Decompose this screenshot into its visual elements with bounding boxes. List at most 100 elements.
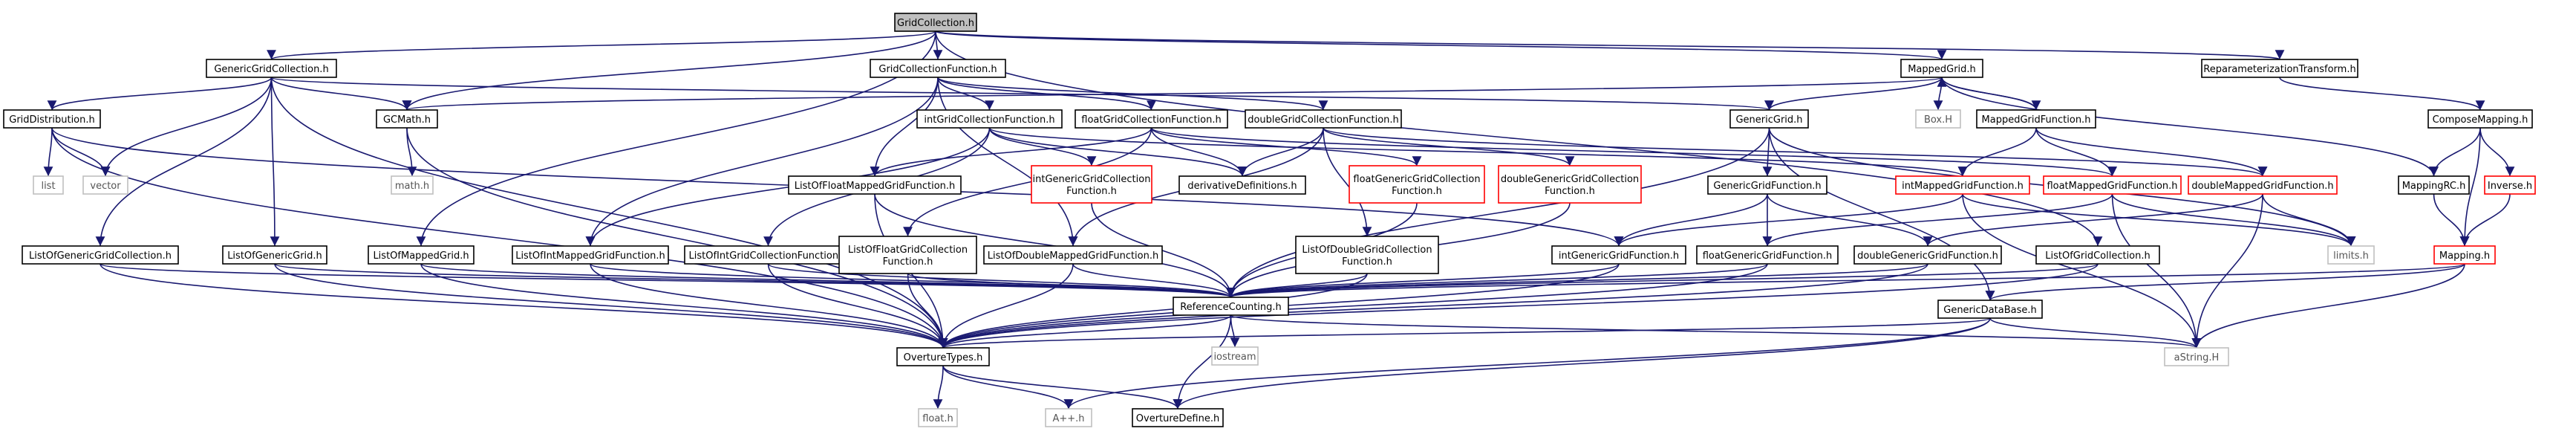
edge: [935, 30, 2103, 247]
node-float-generic-grid-function[interactable]: floatGenericGridFunction.h: [1696, 245, 1839, 265]
edge-generic-data-base-to-overture-types: [939, 317, 1991, 349]
node-double-grid-collection-function[interactable]: doubleGridCollectionFunction.h: [1245, 109, 1402, 129]
edge: [1764, 77, 1943, 111]
edge-list-of-generic-grid-collection-to-overture-types: [100, 263, 948, 349]
node-generic-data-base[interactable]: GenericDataBase.h: [1937, 300, 2043, 319]
edge-int-grid-collection-function-to-int-generic-grid-collection-function: [988, 127, 1097, 166]
node-gcmath[interactable]: GCMath.h: [376, 109, 438, 129]
edge: [2262, 193, 2356, 247]
node-float-grid-collection-function[interactable]: floatGridCollectionFunction.h: [1075, 109, 1228, 129]
node-label: iostream: [1213, 352, 1256, 363]
edge-reference-counting-to-overture-types: [938, 314, 1232, 349]
edge: [590, 263, 948, 349]
node-list-of-int-grid-collection-function[interactable]: ListOfIntGridCollectionFunction.h: [684, 245, 852, 265]
edge: [939, 317, 1991, 349]
node-label: math.h: [395, 181, 429, 192]
node-generic-grid[interactable]: GenericGrid.h: [1729, 109, 1809, 129]
edge: [2459, 127, 2481, 247]
node-grid-collection[interactable]: GridCollection.h: [894, 13, 977, 32]
node-list-of-int-mapped-grid-function[interactable]: ListOfIntMappedGridFunction.h: [512, 245, 669, 265]
node-double-mapped-grid-function[interactable]: doubleMappedGridFunction.h: [2188, 175, 2338, 195]
node-box: [838, 236, 977, 274]
node-mapped-grid-function[interactable]: MappedGridFunction.h: [1976, 109, 2096, 129]
edge: [47, 77, 273, 111]
edge-generic-grid-collection-to-generic-grid: [270, 77, 1773, 111]
edge: [1957, 127, 2037, 177]
edge: [1230, 314, 1240, 348]
edge-double-grid-collection-function-to-double-mapped-grid-function: [1323, 127, 2267, 177]
node-box: [2201, 59, 2358, 78]
node-int-mapped-grid-function[interactable]: intMappedGridFunction.h: [1895, 175, 2030, 195]
edge-grid-collection-to-list-of-mapped-grid: [416, 30, 936, 247]
node-int-grid-collection-function[interactable]: intGridCollectionFunction.h: [916, 109, 1063, 129]
edge: [2191, 263, 2465, 349]
edge-int-generic-grid-function-to-reference-counting: [1226, 263, 1620, 298]
edge: [1226, 263, 1928, 298]
node-box: [206, 59, 337, 78]
node-box: [2398, 175, 2470, 195]
node-mapping-rc[interactable]: MappingRC.h: [2398, 175, 2470, 195]
edge: [1323, 127, 1372, 237]
edge-generic-grid-function-to-int-generic-grid-function: [1614, 193, 1768, 247]
node-box: [684, 245, 852, 265]
edge: [1072, 263, 1236, 298]
node-list-of-float-mapped-grid-function[interactable]: ListOfFloatMappedGridFunction.h: [788, 175, 962, 195]
node-box: [22, 245, 179, 265]
node-label: ListOfFloatGridCollection: [848, 245, 968, 256]
node-reparameterization-transform[interactable]: ReparameterizationTransform.h: [2201, 59, 2358, 78]
edge-list-of-grid-collection-to-reference-counting: [1226, 263, 2099, 298]
node-list-of-mapped-grid[interactable]: ListOfMappedGrid.h: [368, 245, 475, 265]
node-label: Function.h: [1342, 256, 1392, 268]
edge: [1323, 127, 2267, 177]
node-overture-types[interactable]: OvertureTypes.h: [896, 347, 990, 366]
node-overture-define[interactable]: OvertureDefine.h: [1132, 408, 1224, 427]
edge: [1937, 77, 2037, 111]
edge-list-of-grid-collection-to-overture-types: [938, 263, 2099, 349]
node-list-of-grid-collection[interactable]: ListOfGridCollection.h: [2035, 245, 2160, 265]
node-box: [2427, 109, 2533, 129]
edge: [1226, 263, 1768, 298]
node-generic-grid-collection[interactable]: GenericGridCollection.h: [206, 59, 337, 78]
node-box-h: Box.H: [1915, 109, 1961, 129]
node-int-generic-grid-function[interactable]: intGenericGridFunction.h: [1551, 245, 1686, 265]
node-list-of-double-mapped-grid-function[interactable]: ListOfDoubleMappedGridFunction.h: [983, 245, 1163, 265]
node-inverse[interactable]: Inverse.h: [2484, 175, 2536, 195]
node-list-of-generic-grid-collection[interactable]: ListOfGenericGridCollection.h: [22, 245, 179, 265]
edge-list-of-generic-grid-to-overture-types: [274, 263, 948, 349]
edge-generic-data-base-to-overture-define: [1173, 317, 1991, 410]
node-mapping[interactable]: Mapping.h: [2433, 245, 2496, 265]
node-generic-grid-function[interactable]: GenericGridFunction.h: [1707, 175, 1827, 195]
node-label: doubleMappedGridFunction.h: [2191, 181, 2333, 192]
edge: [2279, 77, 2485, 111]
edge: [1227, 263, 2465, 298]
node-grid-collection-function[interactable]: GridCollectionFunction.h: [870, 59, 1006, 78]
edge: [270, 77, 412, 111]
edge: [937, 77, 994, 111]
edge: [937, 77, 1078, 247]
node-mapped-grid[interactable]: MappedGrid.h: [1900, 59, 1983, 78]
edge: [938, 263, 1928, 349]
node-derivative-definitions[interactable]: derivativeDefinitions.h: [1178, 175, 1306, 195]
node-list-of-generic-grid[interactable]: ListOfGenericGrid.h: [222, 245, 327, 265]
node-box: [368, 245, 475, 265]
node-label: GenericDataBase.h: [1943, 305, 2036, 316]
edge: [938, 314, 1232, 349]
edge: [1323, 127, 1575, 166]
edge: [988, 127, 1097, 166]
node-reference-counting[interactable]: ReferenceCounting.h: [1173, 297, 1289, 316]
edge: [767, 263, 948, 349]
node-box: [512, 245, 669, 265]
node-double-generic-grid-function[interactable]: doubleGenericGridFunction.h: [1853, 245, 2002, 265]
edge: [1226, 263, 2099, 298]
node-list: list: [33, 175, 64, 195]
node-grid-distribution[interactable]: GridDistribution.h: [3, 109, 101, 129]
edge: [938, 263, 1074, 349]
node-compose-mapping[interactable]: ComposeMapping.h: [2427, 109, 2533, 129]
node-float-mapped-grid-function[interactable]: floatMappedGridFunction.h: [2043, 175, 2182, 195]
edge-float-mapped-grid-function-to-limitsh: [2111, 193, 2356, 247]
